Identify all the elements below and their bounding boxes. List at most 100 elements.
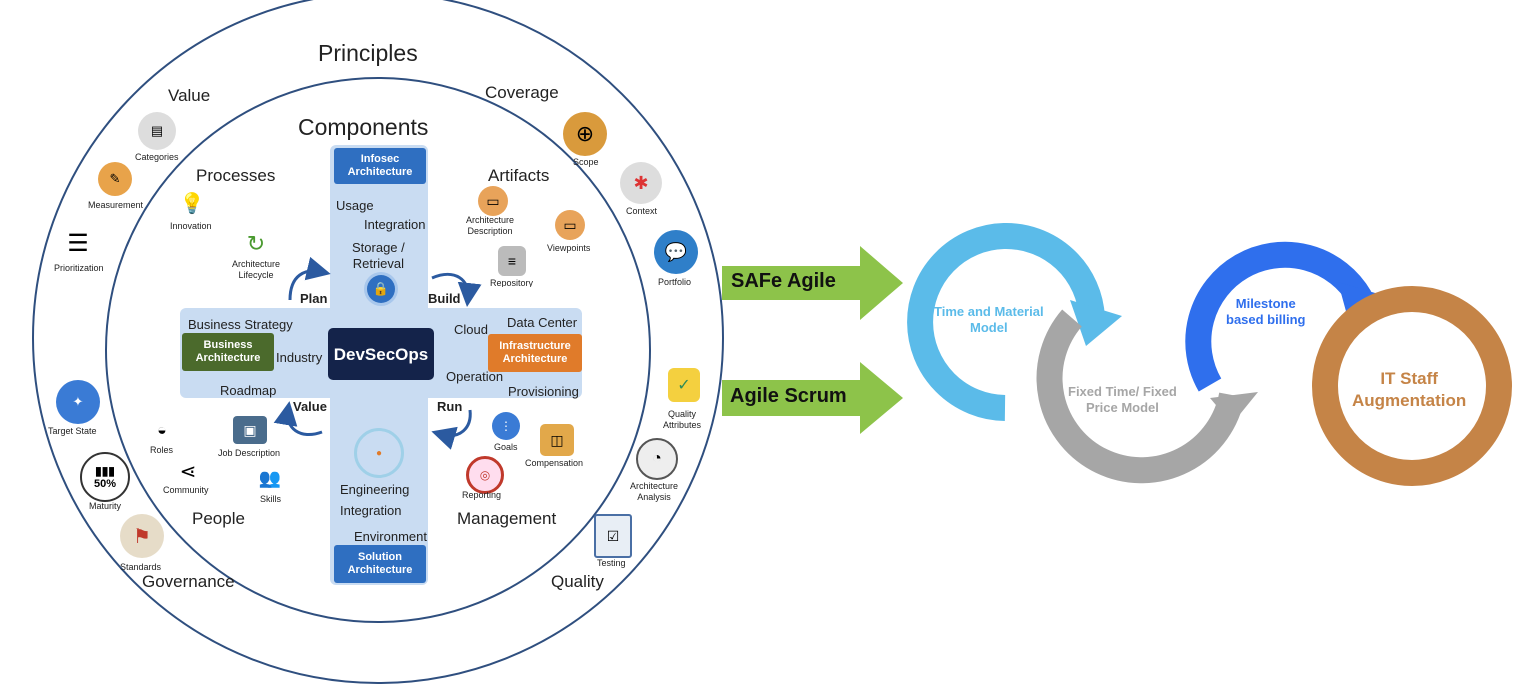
roles-label: Roles: [150, 445, 174, 455]
compass-icon: ✦: [56, 380, 100, 424]
solution-architecture-box: Solution Architecture: [334, 545, 426, 583]
scope-label: Scope: [573, 157, 599, 167]
lightbulb-icon: 💡: [179, 192, 205, 215]
job-description-label: Job Description: [218, 448, 281, 458]
briefcase-icon: ▣: [233, 416, 267, 444]
list-icon: ☰: [67, 229, 89, 257]
business-architecture-box: Business Architecture: [182, 333, 274, 371]
masks-icon: ◒: [157, 422, 167, 439]
environment-label: Environment: [354, 529, 427, 544]
it-staff-label: IT Staff Augmentation: [1352, 369, 1467, 410]
standards-label: Standards: [120, 562, 162, 572]
milestone-loop: [1185, 241, 1372, 392]
time-material-label: Time and Material Model: [934, 304, 1044, 335]
measurement-icon: ✎: [98, 162, 132, 196]
share-icon: ⋖: [179, 460, 197, 483]
provisioning-label: Provisioning: [508, 384, 579, 399]
viewpoints-label: Viewpoints: [547, 243, 591, 253]
users-icon: 👥: [258, 467, 282, 488]
principles-title: Principles: [318, 40, 418, 66]
safe-agile-label: SAFe Agile: [731, 270, 836, 292]
quality-corner-label: Quality: [551, 572, 604, 591]
prioritization-label: Prioritization: [54, 263, 104, 273]
compensation-label: Compensation: [525, 458, 584, 468]
time-material-arrowhead: [1070, 300, 1122, 346]
management-label: Management: [457, 509, 557, 528]
engineering-cycle-icon: ●: [354, 428, 404, 478]
scope-icon: ⊕: [563, 112, 607, 156]
fixed-price-label: Fixed Time/ Fixed Price Model: [1068, 384, 1177, 415]
architecture-lifecycle-label: Architecture Lifecycle: [232, 259, 281, 280]
devsecops-box: DevSecOps: [328, 328, 434, 380]
lock-icon: 🔒: [367, 275, 395, 303]
database-icon: ≡: [498, 246, 526, 276]
checklist-icon: ☑: [594, 514, 632, 558]
integration-bottom-label: Integration: [340, 503, 402, 518]
architecture-description-label: Architecture Description: [466, 215, 515, 236]
community-label: Community: [163, 485, 209, 495]
plan-label: Plan: [300, 291, 328, 306]
safe-agile-arrow: [722, 246, 903, 320]
testing-label: Testing: [597, 558, 626, 568]
operation-label: Operation: [446, 369, 504, 384]
target-icon: ◎: [466, 456, 504, 494]
fixed-price-loop: [1036, 309, 1245, 484]
measurement-label: Measurement: [88, 200, 144, 210]
run-arrow: [431, 409, 472, 450]
flag-icon: ⚑: [120, 514, 164, 558]
agile-scrum-arrow: [722, 362, 903, 434]
value-flow-label: Value: [293, 399, 327, 414]
data-center-label: Data Center: [507, 315, 578, 330]
goals-label: Goals: [494, 442, 518, 452]
fixed-price-arrowhead: [1210, 392, 1258, 424]
business-strategy-label: Business Strategy: [188, 317, 293, 332]
value-corner-label: Value: [168, 86, 211, 105]
pie-chart-icon: ◔: [636, 438, 678, 480]
architecture-analysis-label: Architecture Analysis: [630, 481, 679, 502]
agile-scrum-label: Agile Scrum: [730, 385, 847, 407]
compensation-icon: ◫: [540, 424, 574, 456]
plan-arrow: [288, 256, 331, 301]
run-label: Run: [437, 399, 463, 414]
portfolio-label: Portfolio: [658, 277, 692, 287]
components-title: Components: [298, 114, 429, 140]
cloud-label: Cloud: [454, 322, 488, 337]
build-label: Build: [428, 291, 461, 306]
build-arrow: [431, 272, 482, 307]
industry-label: Industry: [276, 350, 323, 365]
quality-attributes-label: Quality Attributes: [663, 409, 702, 430]
people-label: People: [192, 509, 245, 528]
it-staff-loop: [1312, 286, 1512, 486]
roadmap-label: Roadmap: [220, 383, 277, 398]
viewpoints-icon: ▭: [555, 210, 585, 240]
storage-label: Storage / Retrieval: [352, 240, 405, 271]
shield-check-icon: ✓: [668, 368, 700, 402]
maturity-label: Maturity: [89, 501, 122, 511]
repository-label: Repository: [490, 278, 534, 287]
usage-label: Usage: [336, 198, 374, 213]
infosec-architecture-box: Infosec Architecture: [334, 148, 426, 184]
categories-icon: ▤: [138, 112, 176, 150]
governance-corner-label: Governance: [142, 572, 235, 591]
target-state-label: Target State: [48, 426, 97, 436]
milestone-label: Milestone based billing: [1226, 296, 1306, 327]
cycle-icon: ↻: [246, 231, 266, 256]
time-material-loop: [907, 223, 1105, 421]
infrastructure-architecture-box: Infrastructure Architecture: [488, 334, 582, 372]
artifacts-label: Artifacts: [488, 166, 550, 185]
maturity-badge: 50%: [93, 478, 117, 490]
context-icon: ✱: [620, 162, 662, 204]
chat-icon: 💬: [654, 230, 698, 274]
processes-label: Processes: [196, 166, 276, 185]
coverage-corner-label: Coverage: [485, 83, 559, 102]
context-label: Context: [626, 206, 658, 216]
integration-top-label: Integration: [364, 217, 426, 232]
skills-label: Skills: [260, 494, 282, 504]
traffic-light-icon: ⋮: [492, 412, 520, 440]
categories-label: Categories: [135, 152, 179, 162]
document-icon: ▭: [478, 186, 508, 216]
engineering-label: Engineering: [340, 482, 410, 497]
value-arrow: [273, 401, 323, 436]
maturity-icon: ▮▮▮ 50%: [80, 452, 130, 502]
